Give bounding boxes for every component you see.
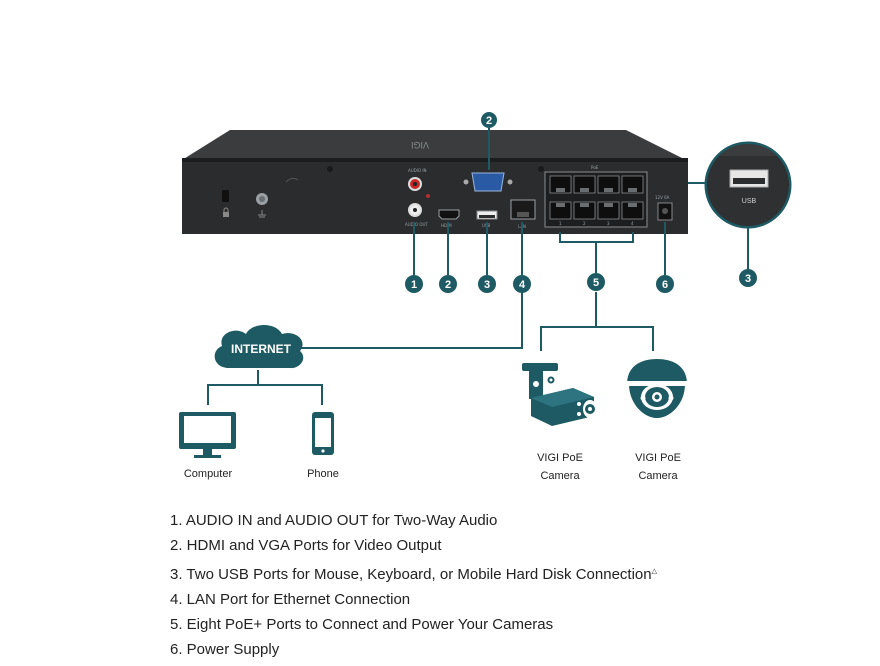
panel-groove — [285, 177, 299, 183]
legend-item-poe: 5. Eight PoE+ Ports to Connect and Power… — [170, 616, 554, 634]
dc-jack-pin — [662, 208, 668, 214]
lan-port-clip — [517, 212, 529, 217]
poe-ports-top-row — [549, 175, 644, 194]
poe-port-number-4: 4 — [631, 221, 634, 226]
svg-text:1: 1 — [411, 279, 417, 291]
computer-label: Computer — [184, 468, 233, 480]
panel-screw-left — [327, 166, 333, 172]
footnote-mark: △ — [651, 567, 657, 575]
camera1-label-line1: VIGI PoE — [537, 452, 583, 464]
connector-lines — [207, 128, 749, 405]
poe-ports-bottom-row — [549, 201, 644, 220]
legend-item-usb: 3. Two USB Ports for Mouse, Keyboard, or… — [170, 565, 657, 583]
hdmi-label: HDMI — [441, 223, 452, 228]
badge-4: 4 — [513, 275, 531, 293]
audio-out-label: AUDIO OUT — [405, 222, 428, 227]
badge-3: 3 — [478, 275, 496, 293]
camera2-label-line2: Camera — [638, 470, 678, 482]
poe-port-clips — [556, 188, 637, 207]
legend-item-lan: 4. LAN Port for Ethernet Connection — [170, 590, 411, 608]
ground-icon — [258, 210, 266, 218]
turret-camera-icon — [627, 359, 687, 418]
svg-text:3: 3 — [484, 279, 490, 291]
internet-cloud: INTERNET — [214, 325, 304, 369]
bullet-camera-icon — [522, 363, 597, 426]
legend-item-power: 6. Power Supply — [170, 641, 280, 659]
lock-icon — [223, 207, 229, 217]
badge-6: 6 — [656, 275, 674, 293]
phone-icon — [312, 412, 334, 455]
cloud-icon — [214, 325, 304, 369]
nvr-device: VIGI AUDIO IN — [182, 130, 688, 234]
audio-in-label: AUDIO IN — [408, 168, 427, 173]
computer-icon — [179, 412, 236, 458]
camera1-label-line2: Camera — [540, 470, 580, 482]
panel-screw-right — [538, 166, 544, 172]
ground-screw — [256, 193, 268, 205]
audio-status-dot — [426, 194, 430, 198]
svg-text:3: 3 — [745, 273, 751, 285]
port-legend: 1. AUDIO IN and AUDIO OUT for Two-Way Au… — [170, 508, 657, 663]
poe-label: PoE — [591, 165, 599, 170]
legend-item-video: 2. HDMI and VGA Ports for Video Output — [170, 537, 442, 555]
legend-item-audio: 1. AUDIO IN and AUDIO OUT for Two-Way Au… — [170, 512, 498, 529]
svg-text:6: 6 — [662, 279, 668, 291]
svg-text:2: 2 — [486, 115, 492, 127]
device-brand-mark: VIGI — [411, 140, 429, 150]
usb-port-tongue — [479, 215, 495, 218]
badge-3-usb: 3 — [739, 269, 757, 287]
hdmi-port — [438, 209, 460, 220]
device-top-surface — [182, 130, 686, 160]
internet-label: INTERNET — [231, 342, 292, 356]
kensington-lock-slot — [222, 190, 229, 202]
badge-5: 5 — [587, 273, 605, 291]
dc-label: 12V 6A — [655, 195, 670, 200]
badge-1: 1 — [405, 275, 423, 293]
phone-label: Phone — [307, 468, 339, 480]
vga-port — [463, 172, 513, 192]
poe-port-number-3: 3 — [607, 221, 610, 226]
poe-port-number-2: 2 — [583, 221, 586, 226]
usb-zoom-port-tongue — [733, 178, 765, 184]
poe-port-number-1: 1 — [559, 221, 562, 226]
camera2-label-line1: VIGI PoE — [635, 452, 681, 464]
audio-in-port — [408, 177, 422, 191]
usb-zoom-label: USB — [742, 198, 757, 205]
badge-2: 2 — [439, 275, 457, 293]
svg-text:2: 2 — [445, 279, 451, 291]
usb-zoom-callout: USB — [688, 141, 792, 229]
svg-text:5: 5 — [593, 277, 599, 289]
device-panel-edge — [182, 158, 688, 162]
badge-2-top: 2 — [481, 112, 497, 128]
audio-out-port — [408, 203, 422, 217]
svg-text:4: 4 — [519, 279, 526, 291]
